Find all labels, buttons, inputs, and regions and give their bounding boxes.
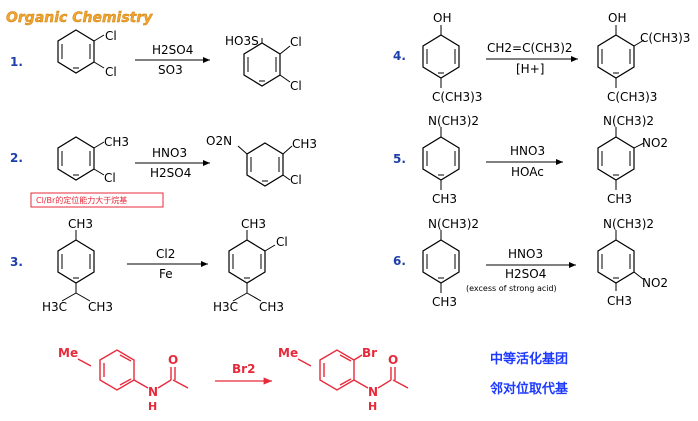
sub-label: Cl — [105, 29, 117, 43]
atom-label: O — [168, 353, 178, 367]
sub-label: OH — [433, 11, 451, 25]
atom-label: H — [148, 400, 157, 413]
reagent: Br2 — [232, 362, 255, 376]
reaction-number: 6. — [393, 254, 406, 268]
sub-label: N(CH3)2 — [428, 217, 479, 231]
note-text: Cl/Br的定位能力大于烷基 — [36, 195, 127, 205]
reaction-5: 5. N(CH3)2 CH3 HNO3 HOAc N(CH3)2 NO2 CH3 — [393, 114, 668, 206]
reactant-acetanilide — [77, 349, 189, 391]
sub-label: Cl — [276, 235, 288, 249]
sub-label: HO3S — [225, 34, 259, 48]
reaction-4: 4. OH C(CH3)3 CH2=C(CH3)2 [H+] OH C(CH3)… — [393, 11, 690, 104]
reaction-number: 1. — [10, 55, 23, 69]
sub-label: N(CH3)2 — [428, 114, 479, 128]
reactant-benzene: OH C(CH3)3 — [422, 11, 482, 104]
atom-label: H — [368, 400, 377, 413]
sub-label: Cl — [104, 171, 116, 185]
reaction-number: 5. — [393, 152, 406, 166]
sub-label: CH3 — [104, 135, 129, 149]
product-benzene: O2N CH3 Cl — [206, 134, 317, 187]
reactant-benzene: Cl Cl — [57, 29, 117, 79]
reaction-2: 2. CH3 Cl Cl/Br的定位能力大于烷基 HNO3 H2SO4 O2N … — [10, 134, 317, 208]
reagent-top: CH2=C(CH3)2 — [487, 41, 573, 55]
reagent-note: (excess of strong acid) — [466, 284, 557, 293]
sub-label: CH3 — [88, 300, 113, 314]
sub-label: Cl — [290, 35, 302, 49]
reaction-1: 1. Cl Cl H2SO4 SO3 HO3S Cl Cl — [10, 29, 302, 93]
page-title: Organic Chemistry — [6, 10, 153, 26]
reactant-benzene: N(CH3)2 CH3 — [422, 114, 479, 206]
sub-label: NO2 — [642, 276, 668, 290]
product-benzene: N(CH3)2 NO2 CH3 — [597, 217, 668, 308]
reagent-bottom: Fe — [159, 267, 173, 281]
reagent-top: Cl2 — [156, 247, 175, 261]
sub-label: CH3 — [241, 217, 266, 231]
atom-label: Br — [362, 346, 377, 360]
sub-label: C(CH3)3 — [607, 90, 657, 104]
reaction-number: 3. — [10, 255, 23, 269]
sub-label: CH3 — [607, 294, 632, 308]
atom-label: N — [368, 385, 378, 399]
sub-label: OH — [608, 11, 626, 25]
reaction-number: 2. — [10, 151, 23, 165]
bottom-reaction: Me O N H Br2 Me Br O N H — [58, 346, 409, 413]
sub-label: C(CH3)3 — [432, 90, 482, 104]
sub-label: H3C — [42, 300, 67, 314]
reaction-3: 3. CH3 H3C CH3 Cl2 Fe CH3 — [10, 217, 288, 314]
product-benzene: N(CH3)2 NO2 CH3 — [597, 114, 668, 206]
product-bromoacetanilide — [297, 349, 409, 391]
reagent-top: HNO3 — [510, 144, 545, 158]
reagent-top: H2SO4 — [152, 43, 193, 57]
sub-label: CH3 — [607, 192, 632, 206]
caption-line-1: 中等活化基团 — [490, 351, 568, 367]
sub-label: CH3 — [432, 295, 457, 309]
product-benzene: CH3 Cl H3C CH3 — [213, 217, 288, 314]
atom-label: O — [388, 353, 398, 367]
reagent-bottom: H2SO4 — [150, 166, 191, 180]
sub-label: Cl — [105, 65, 117, 79]
sub-label: N(CH3)2 — [603, 217, 654, 231]
caption-line-2: 邻对位取代基 — [489, 381, 569, 397]
reagent-bottom: HOAc — [511, 165, 544, 179]
sub-label: Cl — [290, 79, 302, 93]
reagent-bottom: H2SO4 — [505, 267, 546, 281]
sub-label: CH3 — [259, 300, 284, 314]
reactant-benzene: CH3 Cl — [57, 135, 129, 185]
note-box — [30, 192, 164, 208]
reagent-top: HNO3 — [508, 247, 543, 261]
reagent-top: HNO3 — [152, 146, 187, 160]
sub-label: CH3 — [432, 192, 457, 206]
sub-label: CH3 — [292, 137, 317, 151]
sub-label: NO2 — [642, 136, 668, 150]
sub-label: N(CH3)2 — [603, 114, 654, 128]
reagent-bottom: SO3 — [158, 63, 183, 77]
reactant-benzene: N(CH3)2 CH3 — [422, 217, 479, 309]
reaction-6: 6. N(CH3)2 CH3 HNO3 H2SO4 (excess of str… — [393, 217, 668, 309]
sub-label: H3C — [213, 300, 238, 314]
atom-label: Me — [58, 346, 78, 360]
sub-label: O2N — [206, 134, 232, 148]
sub-label: C(CH3)3 — [640, 31, 690, 45]
atom-label: N — [148, 385, 158, 399]
sub-label: Cl — [290, 173, 302, 187]
product-benzene: OH C(CH3)3 C(CH3)3 — [597, 11, 690, 104]
reactant-benzene: CH3 H3C CH3 — [42, 217, 113, 314]
product-benzene: HO3S Cl Cl — [225, 34, 302, 93]
sub-label: CH3 — [68, 217, 93, 231]
reagent-bottom: [H+] — [516, 62, 544, 76]
atom-label: Me — [278, 346, 298, 360]
reaction-number: 4. — [393, 49, 406, 63]
